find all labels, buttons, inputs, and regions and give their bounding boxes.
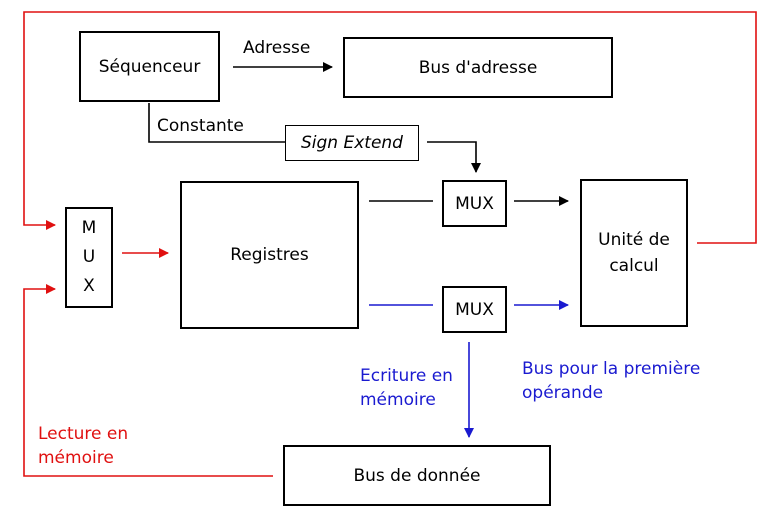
bus-adresse-box: Bus d'adresse: [343, 37, 613, 98]
bus-donnee-label: Bus de donnée: [353, 465, 481, 486]
constante-wire: [148, 103, 285, 143]
sign-extend-box: Sign Extend: [285, 125, 419, 161]
alu-feedback-wire: [23, 11, 757, 244]
mux-left-letter-x: X: [83, 276, 95, 296]
mux-top-label: MUX: [455, 193, 494, 214]
adresse-label: Adresse: [243, 38, 311, 58]
mux-left-box: M U X: [65, 207, 113, 308]
mux-bottom-label: MUX: [455, 299, 494, 320]
constante-label: Constante: [157, 116, 244, 136]
bus-donnee-box: Bus de donnée: [283, 445, 551, 506]
lecture-wire: [23, 284, 273, 477]
bus-premiere-line1: Bus pour la première: [522, 359, 701, 379]
ecriture-label: Ecriture en mémoire: [360, 364, 453, 412]
unite-calcul-line1: Unité de: [598, 230, 670, 250]
sign-extend-label: Sign Extend: [301, 133, 403, 153]
lecture-line1: Lecture en: [38, 424, 129, 444]
ecriture-line1: Ecriture en: [360, 366, 453, 386]
ecriture-line2: mémoire: [360, 390, 436, 410]
sequenceur-box: Séquenceur: [79, 31, 220, 102]
mux-top-box: MUX: [442, 180, 507, 227]
mux-left-letter-m: M: [81, 218, 97, 238]
mux-left-letter-u: U: [82, 247, 96, 267]
bus-adresse-label: Bus d'adresse: [418, 57, 538, 78]
unite-calcul-line2: calcul: [609, 256, 659, 276]
mux-bottom-box: MUX: [442, 286, 507, 333]
registres-box: Registres: [180, 181, 359, 329]
bus-premiere-line2: opérande: [522, 383, 604, 403]
registres-label: Registres: [230, 245, 309, 265]
sign-extend-to-mux-arrow: [427, 141, 481, 173]
sequenceur-label: Séquenceur: [98, 56, 201, 77]
lecture-line2: mémoire: [38, 448, 114, 468]
bus-premiere-label: Bus pour la première opérande: [522, 357, 700, 405]
lecture-label: Lecture en mémoire: [38, 422, 128, 470]
unite-calcul-box: Unité de calcul: [580, 179, 688, 327]
